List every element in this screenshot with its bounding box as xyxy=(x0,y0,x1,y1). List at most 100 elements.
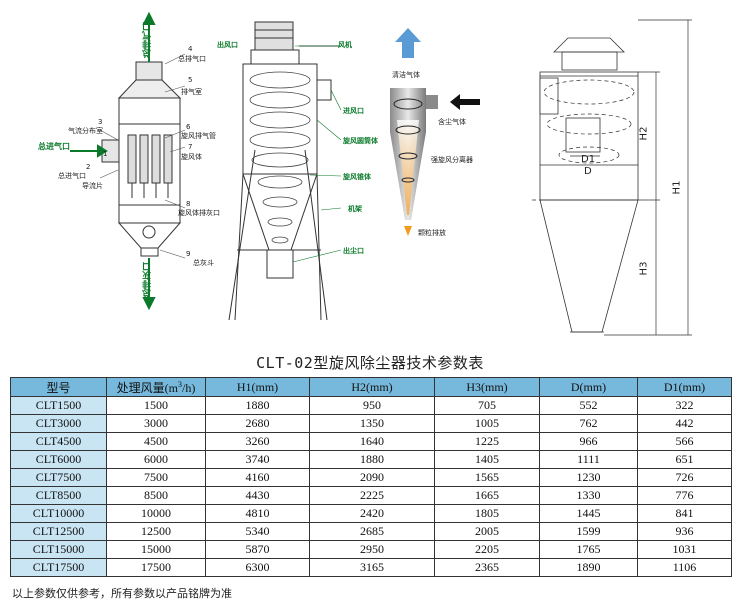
cell-d1: 1106 xyxy=(637,558,732,577)
cell-h3: 1565 xyxy=(434,468,540,487)
num-4: 4 xyxy=(188,45,193,53)
cell-airflow: 17500 xyxy=(106,558,206,577)
cell-h3: 2005 xyxy=(434,522,540,541)
cell-h2: 2090 xyxy=(309,468,435,487)
airflow-sup: 3 xyxy=(178,379,182,389)
cell-h1: 5870 xyxy=(205,540,310,559)
cell-h1: 5340 xyxy=(205,522,310,541)
cell-d1: 726 xyxy=(637,468,732,487)
label-exhaust-chamber: 排气室 xyxy=(181,88,202,96)
figure-dimension-drawing: H2 H1 H3 D1 D xyxy=(520,0,740,345)
label-fan: 风机 xyxy=(338,41,352,49)
cell-d: 1111 xyxy=(539,450,638,469)
label-main-outlet: 总排气口 xyxy=(178,55,206,63)
label-cyclone-ash-port: 旋风体排灰口 xyxy=(178,209,220,217)
cell-h2: 1350 xyxy=(309,414,435,433)
num-3: 3 xyxy=(98,118,103,126)
label-cyclone-body: 旋风体 xyxy=(181,153,202,161)
cell-h3: 705 xyxy=(434,396,540,415)
table-header-row: 型号 处理风量(m3/h) H1(mm) H2(mm) H3(mm) D(mm)… xyxy=(10,377,732,397)
cell-airflow: 3000 xyxy=(106,414,206,433)
cell-model: CLT8500 xyxy=(10,486,107,505)
label-distribution-chamber: 气流分布室 xyxy=(68,127,103,135)
cell-h2: 1880 xyxy=(309,450,435,469)
num-8: 8 xyxy=(186,200,191,208)
cell-d: 762 xyxy=(539,414,638,433)
cell-airflow: 12500 xyxy=(106,522,206,541)
cell-model: CLT15000 xyxy=(10,540,107,559)
label-intake-green: 总进气口 xyxy=(38,142,70,151)
dim-H2: H2 xyxy=(638,126,650,141)
cell-airflow: 7500 xyxy=(106,468,206,487)
cell-model: CLT4500 xyxy=(10,432,107,451)
cell-airflow: 15000 xyxy=(106,540,206,559)
cell-d1: 841 xyxy=(637,504,732,523)
col-h1: H1(mm) xyxy=(205,377,310,397)
cell-model: CLT3000 xyxy=(10,414,107,433)
num-6: 6 xyxy=(186,123,191,131)
airflow-prefix: 处理风量(m xyxy=(116,380,178,395)
cell-h2: 2420 xyxy=(309,504,435,523)
cell-h1: 4430 xyxy=(205,486,310,505)
cell-h2: 2685 xyxy=(309,522,435,541)
label-clean-gas: 清洁气体 xyxy=(392,71,420,79)
cell-h3: 1665 xyxy=(434,486,540,505)
table-title: CLT-02型旋风除尘器技术参数表 xyxy=(256,354,484,372)
col-h2: H2(mm) xyxy=(309,377,435,397)
figure-separator-principle: 清洁气体 含尘气体 强旋风分离器 颗粒排放 xyxy=(375,0,495,260)
col-h3: H3(mm) xyxy=(434,377,540,397)
cell-airflow: 6000 xyxy=(106,450,206,469)
label-particle-discharge: 颗粒排放 xyxy=(418,229,446,237)
cell-h2: 3165 xyxy=(309,558,435,577)
cell-d: 1330 xyxy=(539,486,638,505)
cell-d: 1599 xyxy=(539,522,638,541)
cell-d: 1230 xyxy=(539,468,638,487)
label-separator: 强旋风分离器 xyxy=(431,156,473,164)
cell-airflow: 8500 xyxy=(106,486,206,505)
spiral-cyclone-drawing xyxy=(228,21,342,321)
cell-model: CLT1500 xyxy=(10,396,107,415)
cell-h1: 3260 xyxy=(205,432,310,451)
label-dust-outlet: 出尘口 xyxy=(343,247,364,255)
cell-h3: 2365 xyxy=(434,558,540,577)
label-ash-hopper: 总灰斗 xyxy=(193,259,214,267)
cell-model: CLT6000 xyxy=(10,450,107,469)
cell-h3: 1225 xyxy=(434,432,540,451)
cell-airflow: 10000 xyxy=(106,504,206,523)
label-tube: 旋风圆筒体 xyxy=(343,137,378,145)
cell-model: CLT10000 xyxy=(10,504,107,523)
cell-model: CLT12500 xyxy=(10,522,107,541)
cell-d1: 566 xyxy=(637,432,732,451)
cell-d: 552 xyxy=(539,396,638,415)
figure-multicyclone: 总排气口 总进气口 总排灰口 4 总排气口 5 排气室 6 旋风排气管 7 旋风… xyxy=(0,0,220,345)
cell-h1: 1880 xyxy=(205,396,310,415)
cell-h2: 2225 xyxy=(309,486,435,505)
cell-h3: 1405 xyxy=(434,450,540,469)
cell-h1: 2680 xyxy=(205,414,310,433)
dimension-drawing xyxy=(532,19,692,336)
cell-airflow: 1500 xyxy=(106,396,206,415)
cell-airflow: 4500 xyxy=(106,432,206,451)
cell-model: CLT7500 xyxy=(10,468,107,487)
label-outlet: 出风口 xyxy=(217,41,238,49)
cell-d: 1445 xyxy=(539,504,638,523)
label-inlet: 进风口 xyxy=(343,107,364,115)
cell-h3: 1805 xyxy=(434,504,540,523)
dim-H3: H3 xyxy=(638,261,650,276)
cell-h1: 6300 xyxy=(205,558,310,577)
dim-H1: H1 xyxy=(671,180,683,195)
cell-h2: 1640 xyxy=(309,432,435,451)
label-cone: 旋风锥体 xyxy=(343,173,371,181)
col-d: D(mm) xyxy=(539,377,638,397)
multicyclone-drawing xyxy=(70,11,186,311)
cell-h1: 4160 xyxy=(205,468,310,487)
cell-h3: 1005 xyxy=(434,414,540,433)
label-guide-vane: 导流片 xyxy=(82,182,103,190)
